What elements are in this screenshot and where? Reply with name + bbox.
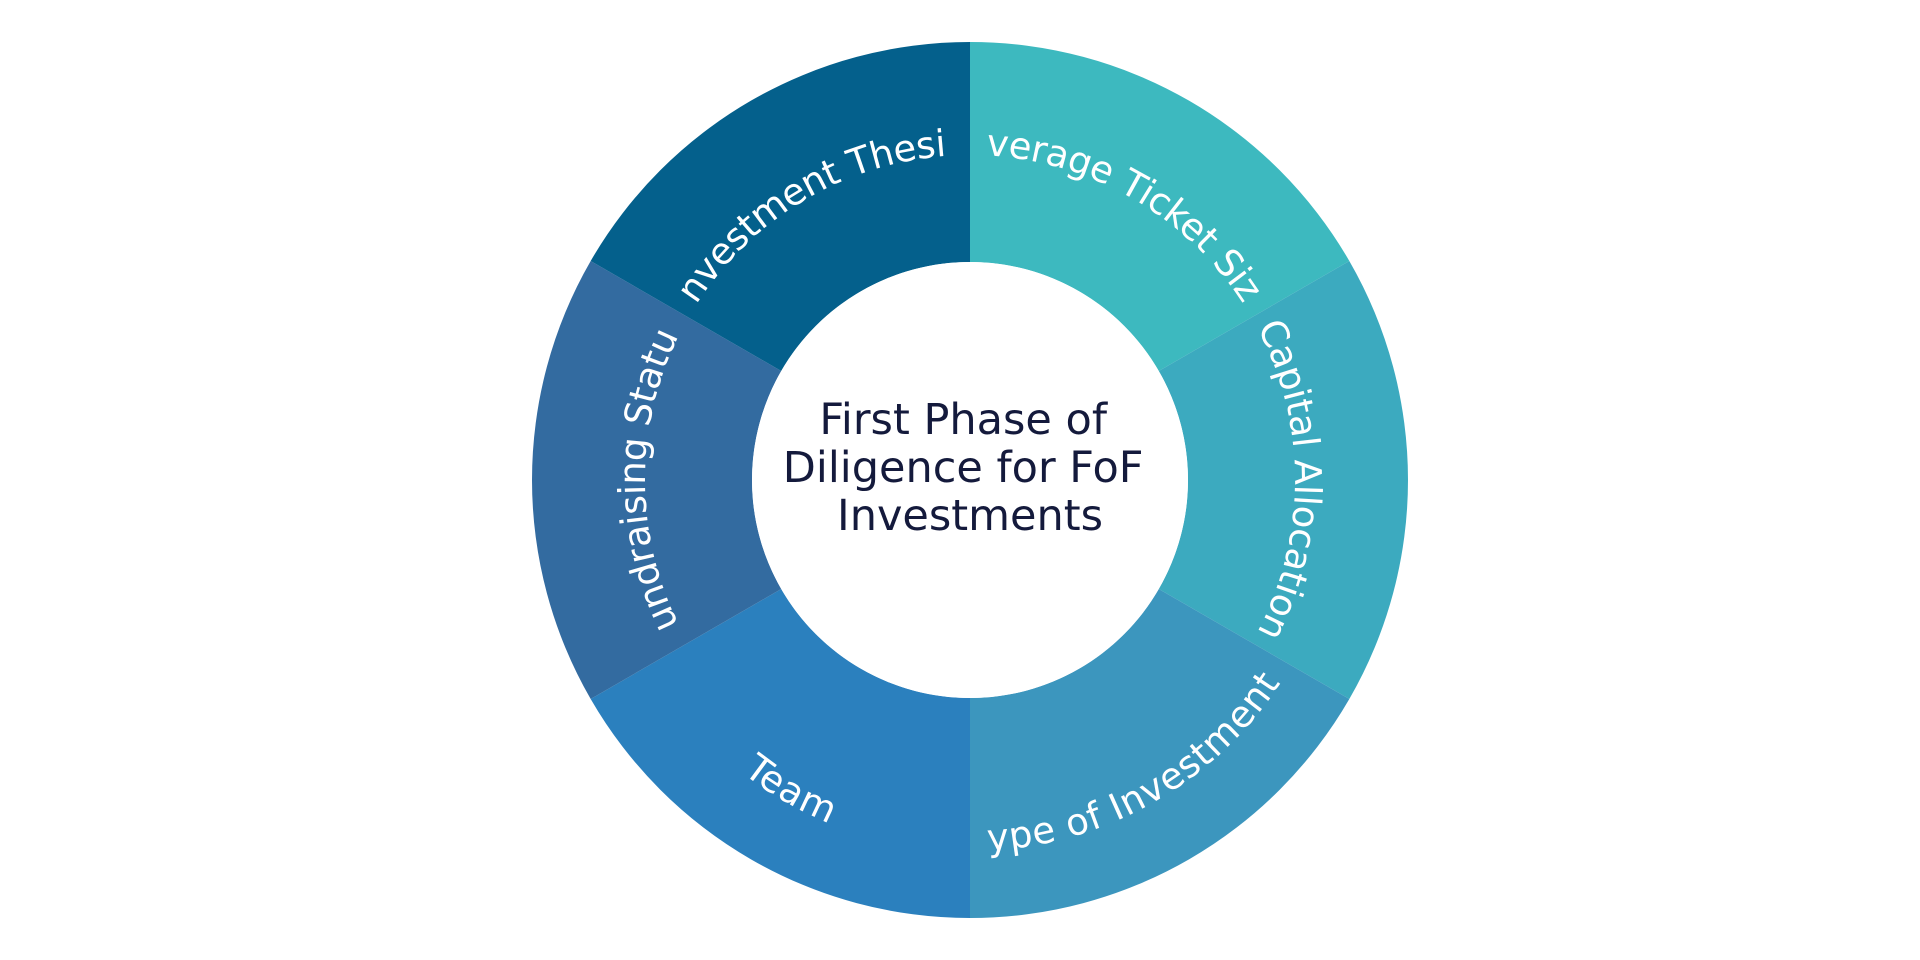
segment-fundraising-status (531, 261, 782, 699)
center-title-line-1: First Phase of (819, 395, 1108, 445)
center-title-line-2: Diligence for FoF (783, 443, 1144, 493)
segment-investment-thesis (590, 42, 970, 371)
segment-average-ticket-size (970, 42, 1350, 371)
segment-team (590, 589, 970, 918)
segment-type-of-investments (970, 589, 1350, 918)
center-title: First Phase of Diligence for FoF Investm… (783, 395, 1157, 541)
center-title-line-3: Investments (837, 491, 1103, 541)
wheel-segments (531, 42, 1408, 918)
center-circle (752, 262, 1188, 698)
segment-capital-allocation (1158, 261, 1408, 699)
